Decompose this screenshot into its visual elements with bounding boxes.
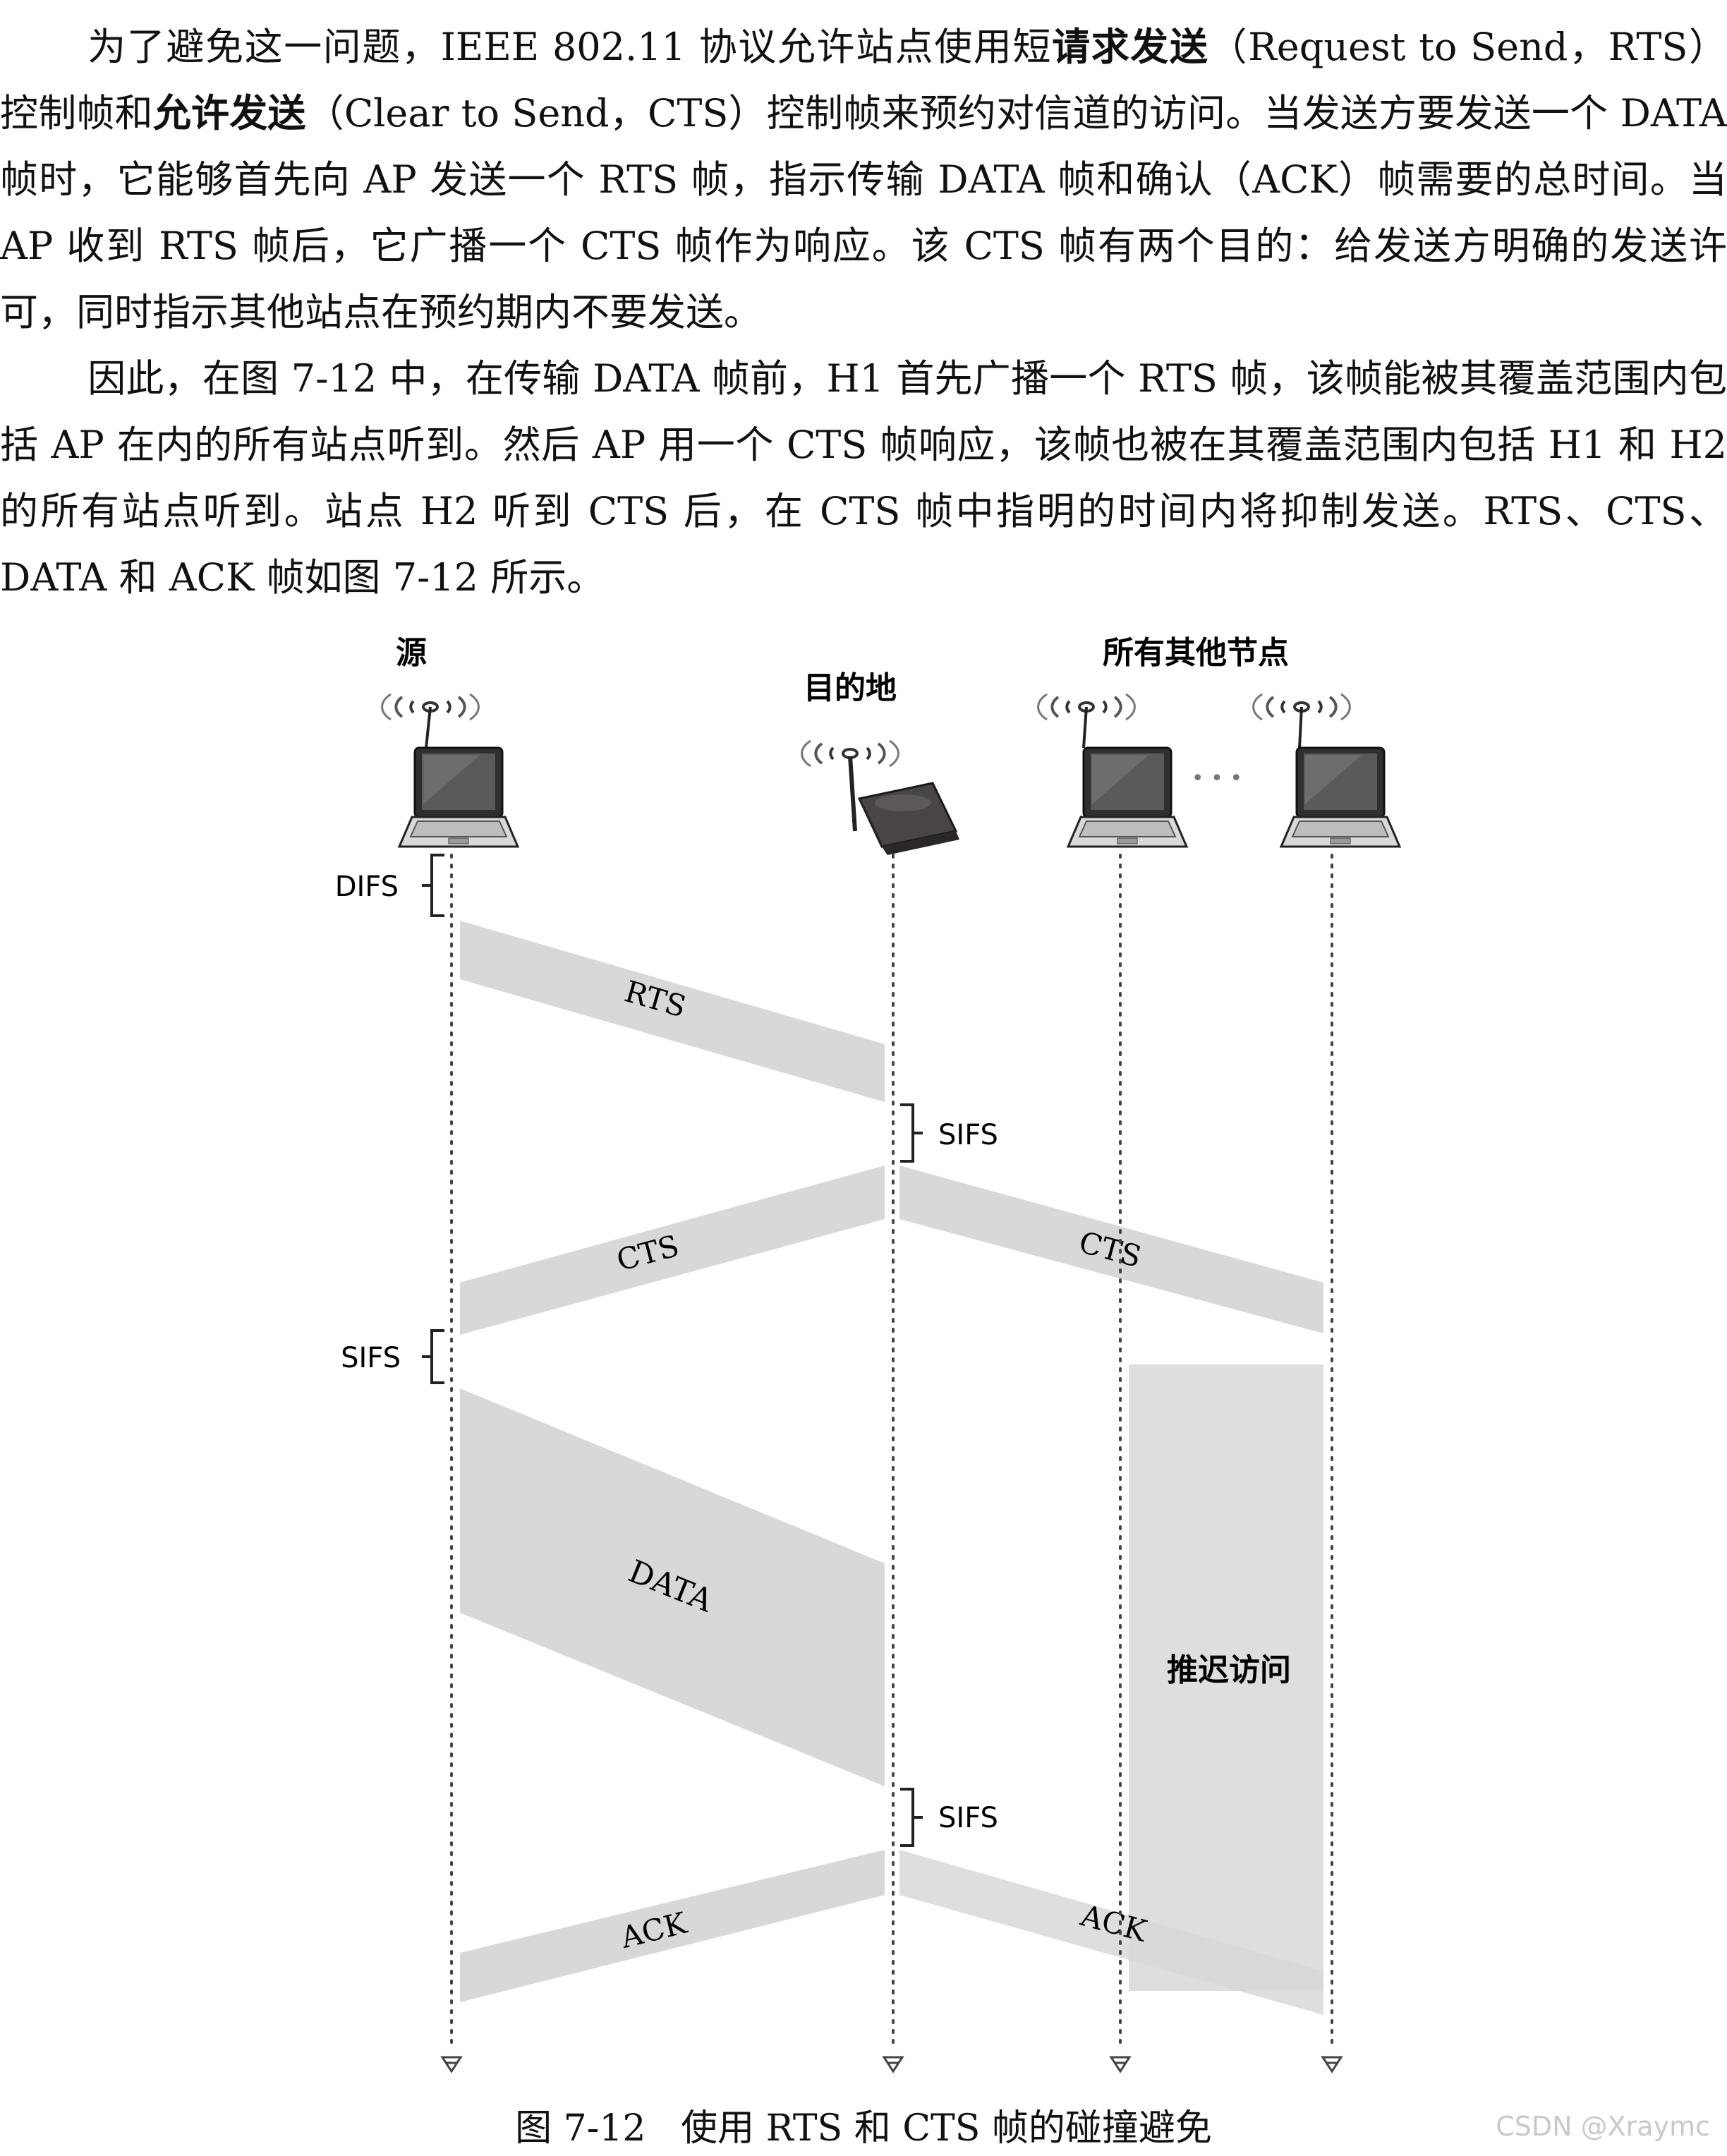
sifs-bracket-3 (900, 1788, 923, 1847)
paragraph-1: 为了避免这一问题，IEEE 802.11 协议允许站点使用短请求发送（Reque… (0, 14, 1727, 346)
defer-access-label: 推迟访问 (1167, 1652, 1291, 1688)
figure-caption: 图 7-12 使用 RTS 和 CTS 帧的碰撞避免 (0, 2098, 1727, 2151)
caption-number: 图 7-12 (515, 2107, 646, 2150)
sifs-bracket-2 (422, 1329, 444, 1384)
sifs-label-2: SIFS (341, 1342, 401, 1374)
ack-others-frame (899, 1850, 1323, 2015)
destination-label: 目的地 (804, 670, 897, 706)
paragraph-2: 因此，在图 7-12 中，在传输 DATA 帧前，H1 首先广播一个 RTS 帧… (0, 356, 1727, 600)
other-nodes-label: 所有其他节点 (1103, 635, 1289, 671)
sifs-bracket-1 (900, 1103, 923, 1163)
p1-text-2: （Request to Send，RTS）控制帧和 (0, 25, 1727, 135)
rts-cts-diagram: 源 目的地 所有其他节点 • • • RTS CTS CTS DATA ACK … (335, 635, 1401, 2073)
defer-access-region (1129, 1364, 1323, 1991)
arrow-down-icon (882, 2056, 904, 2073)
source-label: 源 (396, 635, 427, 671)
cts-others-frame (899, 1165, 1323, 1333)
p1-text-3: （Clear to Send，CTS）控制帧来预约对信道的访问。当发送方要发送一… (0, 91, 1727, 334)
caption-text: 使用 RTS 和 CTS 帧的碰撞避免 (681, 2107, 1212, 2150)
other-laptop-icon-2 (1280, 746, 1401, 848)
p1-text-1: 为了避免这一问题，IEEE 802.11 协议允许站点使用短 (87, 25, 1053, 69)
router-icon (857, 782, 959, 855)
difs-label: DIFS (335, 871, 399, 903)
ack-frame (460, 1850, 885, 2002)
rts-frame (460, 921, 885, 1102)
p1-bold-rts: 请求发送 (1052, 25, 1209, 69)
sifs-label-3: SIFS (938, 1802, 998, 1834)
watermark: CSDN @Xraymc (1496, 2111, 1710, 2142)
body-text: 为了避免这一问题，IEEE 802.11 协议允许站点使用短请求发送（Reque… (0, 14, 1727, 611)
cts-frame (460, 1165, 885, 1335)
sifs-label-1: SIFS (938, 1119, 998, 1151)
difs-bracket (422, 854, 444, 917)
arrow-down-icon (1109, 2056, 1132, 2073)
p1-bold-cts: 允许发送 (152, 91, 306, 135)
arrow-down-icon (440, 2056, 463, 2073)
other-laptop-icon-1 (1067, 746, 1188, 848)
source-laptop-icon (398, 746, 519, 848)
arrow-down-icon (1321, 2056, 1343, 2073)
ellipsis: • • • (1192, 766, 1242, 791)
data-frame (460, 1388, 885, 1786)
